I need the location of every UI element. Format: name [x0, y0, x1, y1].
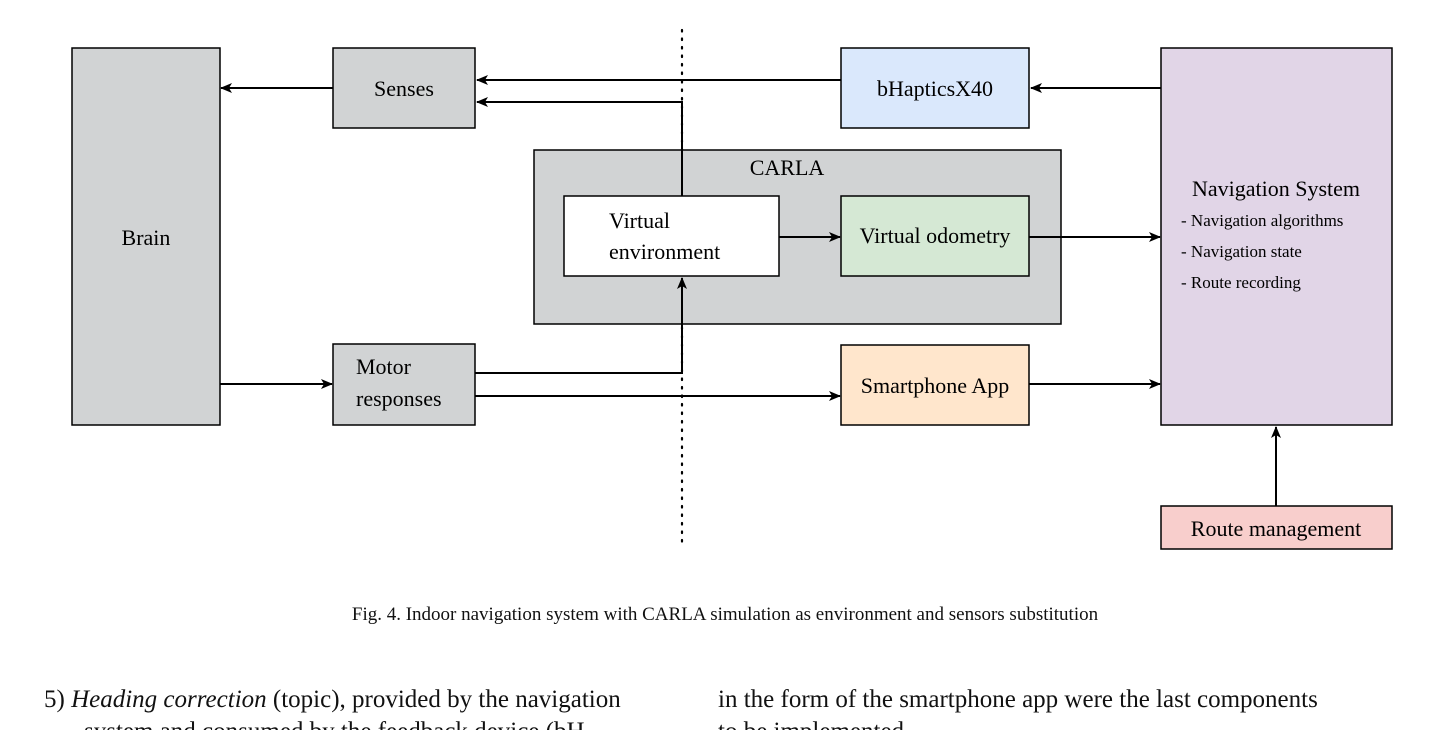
cropped-text-line: system and consumed by the feedback devi… — [0, 714, 1450, 730]
bhaptics-box: bHapticsX40 — [840, 47, 1030, 129]
list-number: 5) — [44, 686, 72, 713]
senses-box: Senses — [332, 47, 476, 129]
smartphone-app-box: Smartphone App — [840, 344, 1030, 426]
smartphone-app-label: Smartphone App — [861, 373, 1010, 398]
carla-label: CARLA — [750, 155, 825, 180]
motor-label-line1: Motor — [356, 354, 412, 379]
body-text-right-line2: to be implemented. — [718, 718, 910, 730]
navigation-system-title: Navigation System — [1192, 176, 1360, 201]
body-text-left-line2: system and consumed by the feedback devi… — [84, 718, 603, 730]
navigation-item: - Route recording — [1181, 273, 1301, 292]
arrow-virtual-env-to-senses — [476, 97, 683, 196]
route-management-box: Route management — [1160, 505, 1393, 550]
virtual-environment-box: Virtual environment — [563, 195, 780, 277]
body-text-left-line1: 5) Heading correction (topic), provided … — [44, 686, 621, 714]
virtual-env-label-line2: environment — [609, 239, 720, 264]
body-text-left-rest: (topic), provided by the navigation — [266, 686, 621, 713]
system-diagram: Brain Senses Motor responses CARLA Virtu… — [71, 28, 1393, 550]
body-text-right-line1: in the form of the smartphone app were t… — [718, 686, 1318, 713]
route-management-label: Route management — [1191, 516, 1361, 541]
bhaptics-label: bHapticsX40 — [877, 76, 993, 101]
navigation-system-box: Navigation System - Navigation algorithm… — [1160, 47, 1393, 426]
arrow-motor-to-virtual-env — [475, 277, 687, 374]
brain-box: Brain — [71, 47, 221, 426]
senses-label: Senses — [374, 76, 434, 101]
motor-label-line2: responses — [356, 386, 442, 411]
virtual-odometry-box: Virtual odometry — [840, 195, 1030, 277]
figure-caption: Fig. 4. Indoor navigation system with CA… — [351, 604, 1099, 625]
navigation-item: - Navigation state — [1181, 242, 1302, 261]
brain-label: Brain — [122, 225, 171, 250]
topic-name: Heading correction — [71, 686, 267, 713]
navigation-item: - Navigation algorithms — [1181, 211, 1343, 230]
motor-responses-box: Motor responses — [332, 343, 476, 426]
virtual-odometry-label: Virtual odometry — [860, 223, 1011, 248]
virtual-env-label-line1: Virtual — [609, 208, 670, 233]
